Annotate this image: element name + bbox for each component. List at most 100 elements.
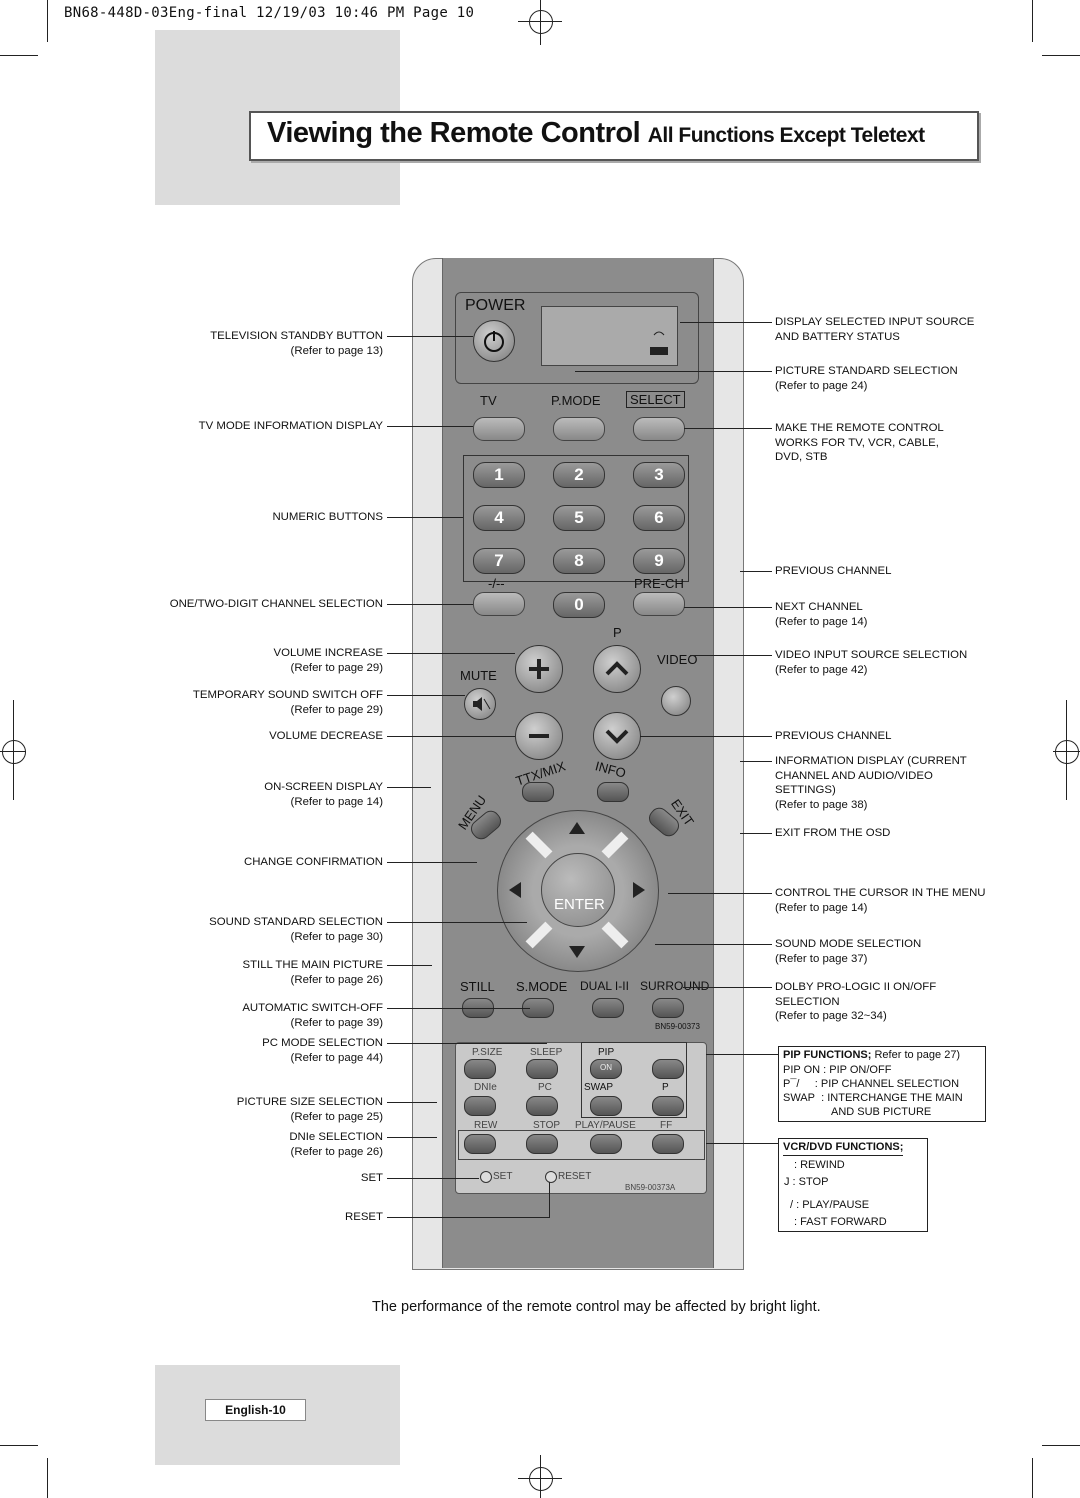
registration-mark	[1055, 740, 1079, 764]
channel-down-button[interactable]	[593, 712, 641, 760]
chevron-up-icon	[605, 661, 629, 676]
crop-mark	[540, 0, 541, 45]
still-label: STILL	[460, 979, 495, 994]
minus-icon	[529, 734, 549, 738]
registration-mark	[2, 740, 26, 764]
label-one-two-digit: ONE/TWO-DIGIT CHANNEL SELECTION	[169, 598, 383, 610]
ff-button[interactable]	[652, 1134, 684, 1154]
label-osd: ON-SCREEN DISPLAY(Refer to page 14)	[264, 781, 383, 808]
swap-button[interactable]	[590, 1096, 622, 1116]
print-header: BN68-448D-03Eng-final 12/19/03 10:46 PM …	[64, 5, 475, 21]
sleep-label: SLEEP	[530, 1047, 563, 1058]
numeric-frame	[463, 455, 689, 582]
page-title: Viewing the Remote Control All Functions…	[267, 117, 925, 150]
tv-label: TV	[480, 393, 497, 408]
pip-channel-down-button[interactable]	[652, 1096, 684, 1116]
dnie-button[interactable]	[464, 1096, 496, 1116]
page-title-main: Viewing the Remote Control	[267, 117, 641, 149]
info-button[interactable]	[597, 782, 629, 802]
label-exit-osd: EXIT FROM THE OSD	[775, 827, 891, 839]
ff-label: FF	[660, 1120, 673, 1131]
psize-button[interactable]	[464, 1059, 496, 1079]
label-pc-mode: PC MODE SELECTION(Refer to page 44)	[262, 1037, 383, 1064]
page-number: English-10	[205, 1399, 306, 1421]
mute-icon	[473, 697, 491, 711]
rew-button[interactable]	[464, 1134, 496, 1154]
pip-channel-up-button[interactable]	[652, 1059, 684, 1079]
vcr-row-3: / : PLAY/PAUSE	[790, 1199, 870, 1211]
label-volume-decrease: VOLUME DECREASE	[269, 730, 383, 742]
surround-button[interactable]	[652, 998, 684, 1018]
label-previous-channel-1: PREVIOUS CHANNEL	[775, 565, 892, 577]
crop-mark	[47, 0, 48, 42]
digit-3-button[interactable]: 3	[633, 462, 685, 488]
dash-label: -/--	[488, 576, 505, 591]
down-arrow-icon[interactable]	[569, 946, 585, 958]
lcd-display	[541, 306, 678, 366]
pip-on-button[interactable]	[590, 1059, 622, 1079]
crop-mark	[518, 21, 562, 22]
sleep-button[interactable]	[526, 1059, 558, 1079]
reset-button[interactable]	[545, 1171, 557, 1183]
crop-mark	[1042, 1445, 1080, 1446]
left-arrow-icon[interactable]	[509, 882, 521, 898]
playpause-button[interactable]	[590, 1134, 622, 1154]
set-button[interactable]	[480, 1171, 492, 1183]
select-label: SELECT	[626, 391, 685, 408]
video-button[interactable]	[661, 686, 691, 716]
crop-mark	[540, 1455, 541, 1498]
crop-mark	[0, 751, 26, 752]
label-still: STILL THE MAIN PICTURE(Refer to page 26)	[242, 959, 383, 986]
pmode-button[interactable]	[553, 417, 605, 441]
digit-9-button[interactable]: 9	[633, 548, 685, 574]
label-standby: TELEVISION STANDBY BUTTON(Refer to page …	[210, 330, 383, 357]
digit-4-button[interactable]: 4	[473, 505, 525, 531]
crop-mark	[13, 700, 14, 800]
right-arrow-icon[interactable]	[633, 882, 645, 898]
label-sound-off: TEMPORARY SOUND SWITCH OFF(Refer to page…	[192, 689, 383, 716]
digit-0-button[interactable]: 0	[553, 592, 605, 618]
power-button[interactable]	[473, 320, 515, 362]
digit-8-button[interactable]: 8	[553, 548, 605, 574]
crop-mark	[1066, 700, 1067, 800]
label-control-cursor: CONTROL THE CURSOR IN THE MENU(Refer to …	[775, 887, 986, 914]
registration-mark	[529, 1467, 553, 1491]
prech-button[interactable]	[633, 592, 685, 616]
volume-down-button[interactable]	[515, 712, 563, 760]
rew-label: REW	[474, 1120, 498, 1131]
select-button[interactable]	[633, 417, 685, 441]
title-box	[249, 111, 979, 161]
pc-label: PC	[538, 1082, 552, 1093]
on-label: ON	[600, 1063, 612, 1072]
label-tv-mode: TV MODE INFORMATION DISPLAY	[198, 420, 383, 432]
reset-label: RESET	[558, 1171, 592, 1182]
pc-button[interactable]	[526, 1096, 558, 1116]
mute-button[interactable]	[464, 688, 496, 720]
label-change-confirm: CHANGE CONFIRMATION	[243, 856, 383, 868]
crop-mark	[1032, 1458, 1033, 1498]
enter-button[interactable]	[541, 853, 615, 927]
digit-7-button[interactable]: 7	[473, 548, 525, 574]
stop-button[interactable]	[526, 1134, 558, 1154]
smode-label: S.MODE	[516, 979, 568, 994]
digit-5-button[interactable]: 5	[553, 505, 605, 531]
tv-button[interactable]	[473, 417, 525, 441]
p-pip-label: P	[662, 1082, 669, 1093]
dash-button[interactable]	[473, 592, 525, 616]
ttx-button[interactable]	[522, 782, 554, 802]
digit-2-button[interactable]: 2	[553, 462, 605, 488]
digit-1-button[interactable]: 1	[473, 462, 525, 488]
dual-button[interactable]	[592, 998, 624, 1018]
label-dnie: DNIe SELECTION(Refer to page 26)	[289, 1131, 383, 1158]
volume-up-button[interactable]	[515, 645, 563, 693]
label-volume-increase: VOLUME INCREASE(Refer to page 29)	[273, 647, 383, 674]
battery-icon	[650, 331, 668, 355]
video-label: VIDEO	[657, 652, 698, 667]
digit-6-button[interactable]: 6	[633, 505, 685, 531]
up-arrow-icon[interactable]	[569, 822, 585, 834]
crop-mark	[1042, 55, 1080, 56]
channel-up-button[interactable]	[593, 645, 641, 693]
